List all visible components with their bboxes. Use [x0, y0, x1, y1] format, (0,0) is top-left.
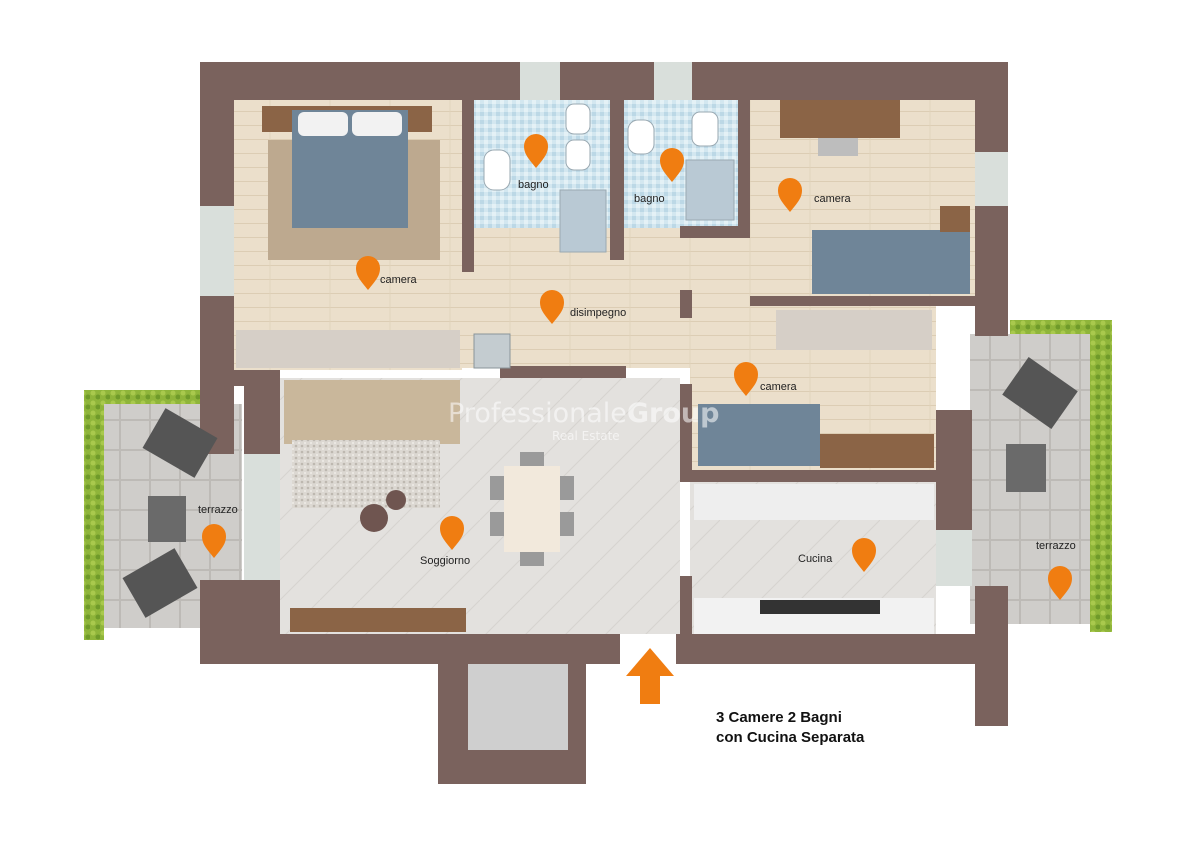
walls — [200, 62, 1008, 784]
nightstand-east — [940, 206, 970, 232]
watermark-tagline: Real Estate — [552, 429, 620, 443]
bed-east — [812, 230, 970, 294]
dining-set — [490, 452, 574, 566]
bath-fixtures-2 — [627, 111, 735, 221]
wardrobe-master — [236, 330, 460, 368]
floor-elevator — [468, 664, 568, 750]
chair-east — [818, 138, 858, 156]
room-label-disimpegno: disimpegno — [570, 307, 626, 319]
room-label-terrazzo-east: terrazzo — [1036, 540, 1076, 552]
coffee-table-1 — [360, 504, 388, 532]
hedge-west — [84, 390, 104, 640]
caption-line-2: con Cucina Separata — [716, 729, 865, 746]
room-label-camera-east: camera — [814, 193, 852, 205]
desk-middle — [820, 434, 934, 468]
hedge-west-top — [84, 390, 204, 404]
bed-middle — [698, 404, 820, 466]
rug — [292, 440, 440, 508]
room-label-soggiorno: Soggiorno — [420, 555, 470, 567]
room-label-cucina: Cucina — [798, 553, 833, 565]
utility-box — [473, 333, 511, 369]
watermark-brand-bold: Group — [627, 398, 720, 429]
watermark-brand-light: Professionale — [448, 398, 627, 429]
room-label-camera-middle: camera — [760, 381, 798, 393]
kitchen-upper-cabinets — [694, 484, 934, 520]
bed-master — [262, 106, 440, 260]
terrace-west-furniture — [122, 408, 218, 618]
sofa — [284, 380, 460, 444]
tv-unit — [290, 608, 466, 632]
room-label-terrazzo-west: terrazzo — [198, 504, 238, 516]
watermark-brand: ProfessionaleGroup — [448, 398, 719, 429]
entrance-arrow-icon — [626, 648, 674, 704]
room-label-camera-master: camera — [380, 274, 418, 286]
desk-east — [780, 100, 900, 138]
hedge-east — [1090, 320, 1112, 632]
room-label-bagno-1: bagno — [518, 179, 549, 191]
terrace-east-furniture — [1002, 356, 1078, 492]
caption-line-1: 3 Camere 2 Bagni — [716, 709, 842, 726]
wardrobe-middle — [776, 310, 932, 350]
windows — [200, 62, 1008, 586]
bath-fixtures-1 — [483, 103, 607, 253]
kitchen-hob — [760, 600, 880, 614]
hedge-east-top — [1010, 320, 1110, 334]
coffee-table-2 — [386, 490, 406, 510]
room-label-bagno-2: bagno — [634, 193, 665, 205]
